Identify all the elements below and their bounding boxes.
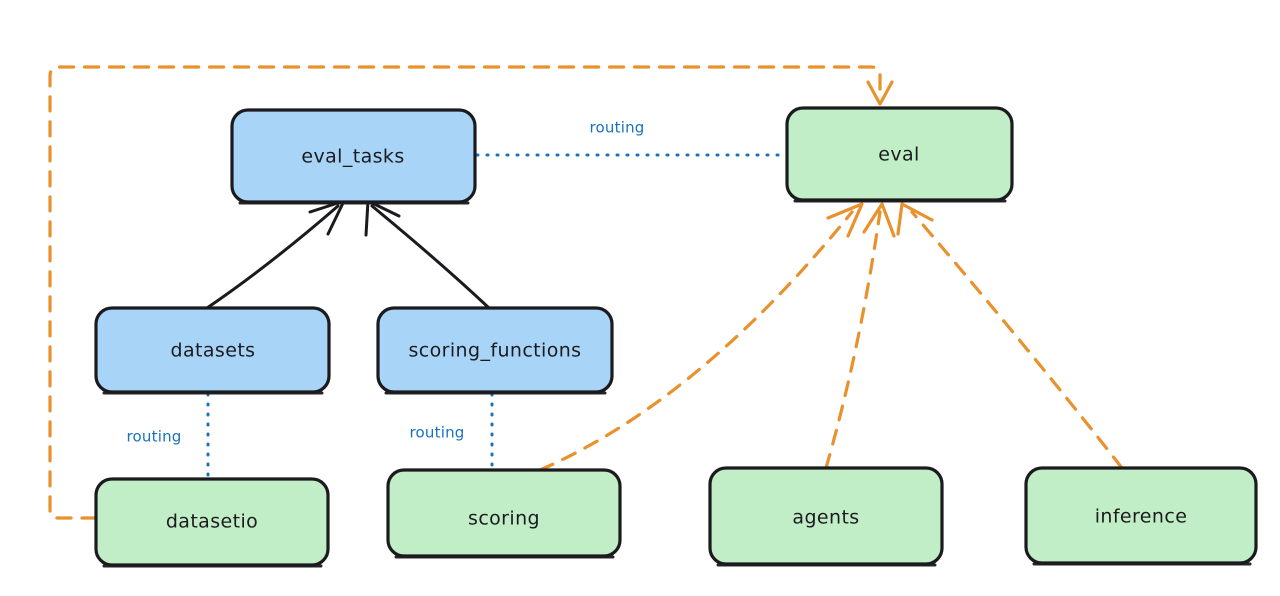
node-datasets[interactable]: datasets — [94, 306, 331, 395]
edge-agents-to-eval — [824, 202, 896, 470]
node-datasetio[interactable]: datasetio — [94, 477, 330, 568]
node-scoring-label: scoring — [468, 508, 540, 530]
edge-scoring-functions-to-eval-tasks — [364, 199, 491, 310]
arrowhead-datasetio-eval — [866, 80, 894, 106]
edge-label-routing-datasets: routing — [127, 428, 182, 446]
node-scoring-functions-label: scoring_functions — [409, 340, 582, 362]
edge-label-routing-eval-tasks: routing — [590, 119, 645, 137]
node-layer: eval_tasks eval datasets scoring_functio… — [94, 106, 1258, 568]
node-inference[interactable]: inference — [1024, 466, 1258, 566]
node-inference-shape — [1024, 466, 1258, 565]
node-datasetio-label: datasetio — [166, 511, 258, 533]
arrowhead-agents-eval — [862, 202, 896, 238]
node-scoring-functions[interactable]: scoring_functions — [376, 306, 614, 395]
arrowhead-scoring-eval — [826, 202, 864, 238]
edge-label-routing-scoring-functions: routing — [410, 424, 465, 442]
edge-path-datasets-eval-tasks — [205, 204, 340, 310]
node-agents-label: agents — [792, 507, 859, 529]
node-agents[interactable]: agents — [708, 466, 944, 567]
node-eval-label: eval — [878, 144, 919, 166]
node-scoring-functions-shape — [376, 306, 614, 394]
edge-path-scoring-functions-eval-tasks — [370, 204, 491, 310]
node-eval-tasks[interactable]: eval_tasks — [230, 108, 477, 205]
node-datasets-label: datasets — [171, 340, 256, 362]
node-agents-shape — [708, 466, 944, 566]
edge-inference-to-eval — [896, 202, 1124, 470]
node-inference-label: inference — [1095, 506, 1188, 528]
node-scoring[interactable]: scoring — [386, 468, 622, 559]
node-scoring-shape — [386, 468, 622, 558]
edge-path-inference-eval — [910, 210, 1124, 470]
node-eval-shape — [785, 106, 1014, 202]
node-datasets-shape — [94, 306, 331, 394]
edge-datasets-to-eval-tasks — [205, 199, 346, 310]
node-eval-tasks-shape — [230, 108, 477, 204]
edge-path-agents-eval — [824, 210, 882, 470]
edge-path-scoring-eval — [538, 210, 854, 472]
edge-datasetio-to-eval — [48, 65, 894, 520]
arrowhead-inference-eval — [896, 202, 934, 236]
edge-layer — [48, 65, 1124, 520]
edge-scoring-to-eval — [538, 202, 864, 472]
node-datasetio-shape — [94, 477, 330, 567]
node-eval-tasks-label: eval_tasks — [301, 146, 404, 168]
node-eval[interactable]: eval — [785, 106, 1014, 203]
edge-label-layer: routing routing routing — [127, 119, 645, 446]
